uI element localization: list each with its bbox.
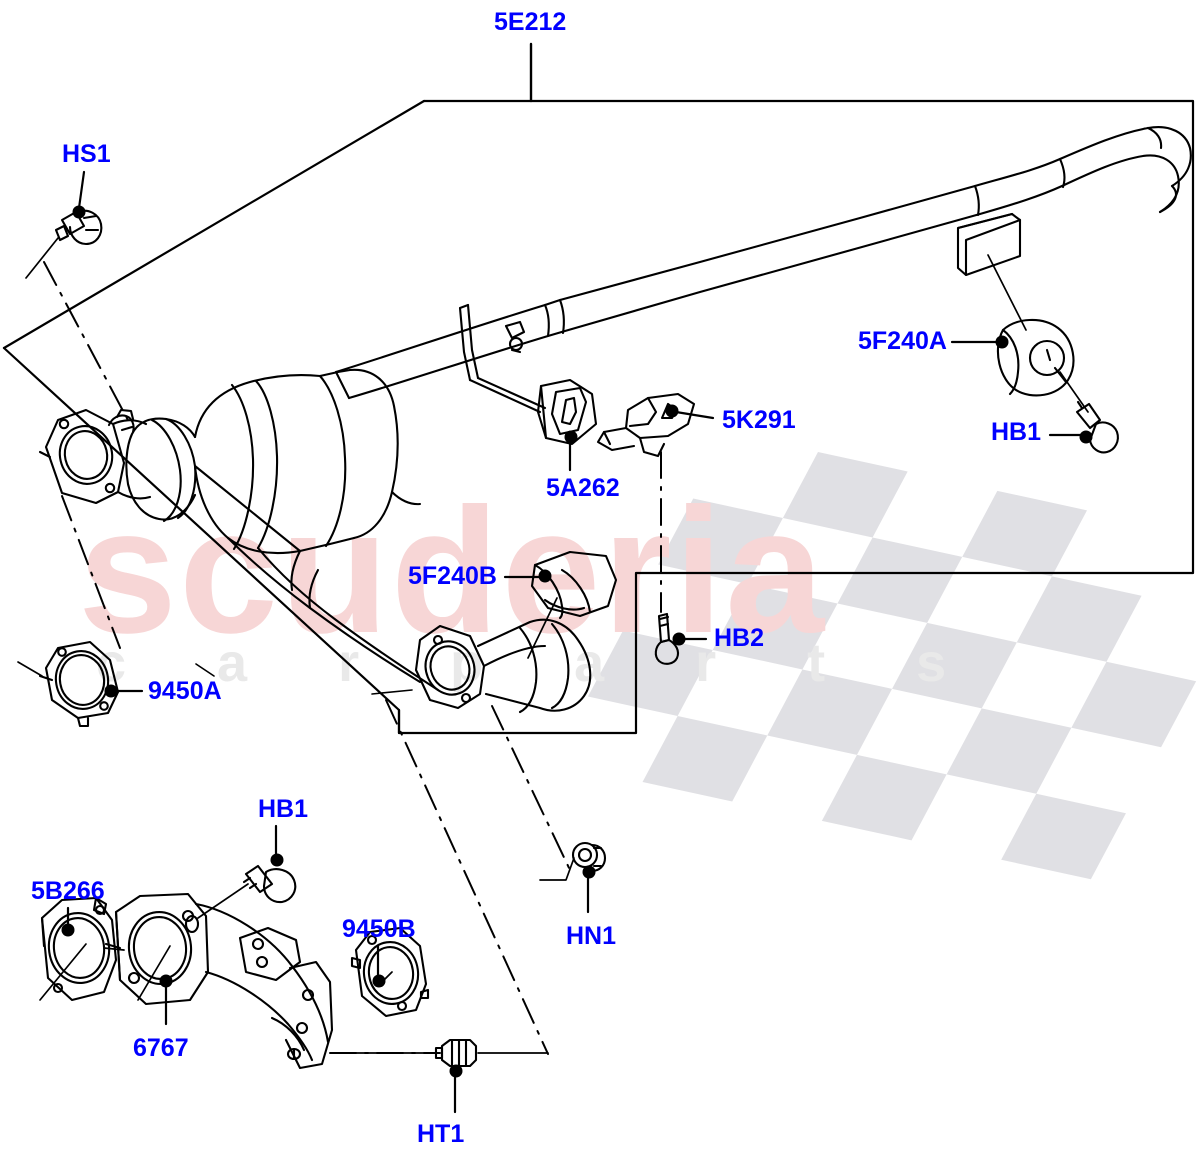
label-5K291[interactable]: 5K291 xyxy=(722,406,796,434)
label-5E212[interactable]: 5E212 xyxy=(494,8,567,36)
label-5A262[interactable]: 5A262 xyxy=(546,474,620,502)
pipe-hanger-tab-upper xyxy=(956,212,1022,277)
mount-rubber-5F240A xyxy=(996,318,1075,397)
stud-HT1 xyxy=(434,1038,478,1068)
label-6767[interactable]: 6767 xyxy=(133,1034,189,1062)
exhaust-clamp-5A262 xyxy=(536,378,598,446)
label-5F240B[interactable]: 5F240B xyxy=(408,562,497,590)
assembly-axis-lines xyxy=(43,261,662,1055)
gasket-9450A xyxy=(38,640,120,728)
leader-dots xyxy=(61,205,1093,1078)
label-9450A[interactable]: 9450A xyxy=(148,677,222,705)
hanger-rod-assembly xyxy=(458,303,547,414)
diagram-frame xyxy=(2,99,1195,735)
label-HN1[interactable]: HN1 xyxy=(566,922,617,950)
label-HB2[interactable]: HB2 xyxy=(714,624,765,652)
mount-rubber-5F240B xyxy=(530,550,618,620)
oxygen-sensor-HS1 xyxy=(54,209,103,246)
detail-pointer-lines xyxy=(195,663,413,695)
label-5F240A[interactable]: 5F240A xyxy=(858,327,947,355)
catalyst-inlet-flange xyxy=(38,408,126,505)
bolt-HB2 xyxy=(654,612,680,665)
label-9450B[interactable]: 9450B xyxy=(342,915,416,943)
bolt-HB1-upper xyxy=(1075,400,1119,454)
gasket-9450B xyxy=(350,926,430,1018)
exhaust-hanger-5K291 xyxy=(596,392,696,458)
label-HB1-bracket[interactable]: HB1 xyxy=(258,795,309,823)
exhaust-downpipe xyxy=(226,536,592,714)
bolt-HB1-bracket xyxy=(242,864,297,904)
label-5B266[interactable]: 5B266 xyxy=(31,877,105,905)
label-HB1-upper[interactable]: HB1 xyxy=(991,418,1042,446)
catalyst-inlet-neck xyxy=(111,419,152,500)
support-bracket-6767 xyxy=(114,892,334,1070)
label-HS1[interactable]: HS1 xyxy=(62,140,111,168)
checkered-flag-icon xyxy=(587,452,1197,880)
label-HT1[interactable]: HT1 xyxy=(417,1120,465,1148)
leader-lines xyxy=(66,170,1088,1114)
assembly-connector-lines xyxy=(17,237,1089,1054)
oxygen-sensor-boss xyxy=(107,408,135,434)
catalytic-converter-body xyxy=(125,368,422,555)
